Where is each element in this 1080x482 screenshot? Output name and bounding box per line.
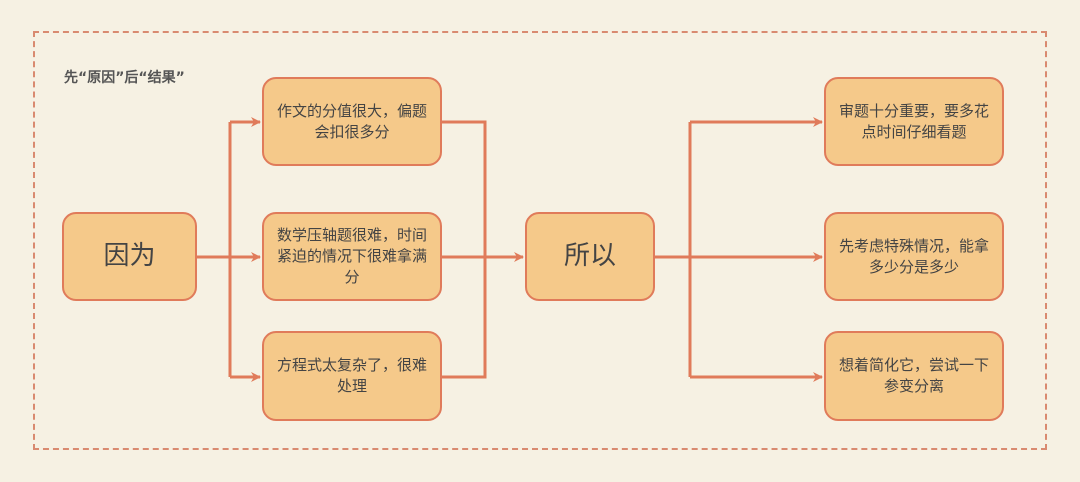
diagram-title: 先“原因”后“结果” bbox=[64, 70, 185, 86]
cause-node: 因为 bbox=[62, 212, 197, 301]
connector-reason-1-out bbox=[442, 120, 487, 379]
result-node: 所以 bbox=[525, 212, 655, 301]
result-label: 审题十分重要，要多花点时间仔细看题 bbox=[838, 101, 989, 141]
result-item-3: 想着简化它，尝试一下参变分离 bbox=[824, 331, 1004, 421]
reason-node-3: 方程式太复杂了，很难处理 bbox=[262, 331, 442, 421]
reason-node-2: 数学压轴题很难，时间紧迫的情况下很难拿满分 bbox=[262, 212, 442, 301]
cause-node-label: 因为 bbox=[103, 241, 156, 271]
result-label: 想着简化它，尝试一下参变分离 bbox=[838, 356, 989, 395]
result-item-2: 先考虑特殊情况，能拿多少分是多少 bbox=[824, 212, 1004, 301]
result-item-1: 审题十分重要，要多花点时间仔细看题 bbox=[824, 77, 1004, 166]
reason-label: 方程式太复杂了，很难处理 bbox=[276, 356, 427, 395]
reason-label: 作文的分值很大，偏题会扣很多分 bbox=[276, 101, 427, 141]
result-node-label: 所以 bbox=[563, 241, 616, 271]
reason-label: 数学压轴题很难，时间紧迫的情况下很难拿满分 bbox=[276, 226, 427, 286]
result-label: 先考虑特殊情况，能拿多少分是多少 bbox=[838, 236, 989, 276]
dashed-frame bbox=[33, 31, 1047, 450]
reason-node-1: 作文的分值很大，偏题会扣很多分 bbox=[262, 77, 442, 166]
